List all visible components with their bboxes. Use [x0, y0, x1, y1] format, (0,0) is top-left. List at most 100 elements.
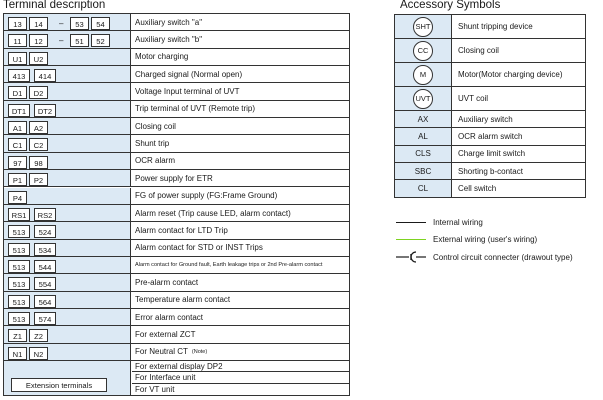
- terminal-description: Alarm reset (Trip cause LED, alarm conta…: [135, 205, 291, 221]
- terminal-code-box: 534: [34, 242, 56, 256]
- terminal-code-box: 513: [8, 311, 30, 325]
- symbol-code: CLS: [415, 149, 431, 159]
- terminal-code-box: N2: [29, 346, 48, 360]
- terminal-code-box: 513: [8, 225, 30, 239]
- terminal-description-text: Auxiliary switch "b": [135, 35, 203, 45]
- terminal-code-box: 513: [8, 277, 30, 291]
- accessory-description: UVT coil: [458, 94, 489, 103]
- extension-item: For VT unit: [135, 384, 175, 394]
- terminal-code-box: 97: [8, 155, 27, 169]
- terminal-description: Alarm contact for STD or INST Trips: [135, 240, 263, 256]
- terminal-code-box: 544: [34, 259, 56, 273]
- terminal-description: Charged signal (Normal open): [135, 66, 242, 82]
- terminal-description-text: Temperature alarm contact: [135, 295, 231, 305]
- accessory-symbol-cell: CLS: [395, 145, 452, 162]
- symbol-code: SBC: [414, 166, 432, 176]
- legend-external: External wiring (user's wiring): [396, 233, 537, 245]
- terminal-code-box: 574: [34, 311, 56, 325]
- terminal-description: FG of power supply (FG:Frame Ground): [135, 188, 277, 204]
- terminal-description-text: Auxiliary switch "a": [135, 17, 203, 27]
- accessory-symbols-title: Accessory Symbols: [400, 0, 501, 11]
- accessory-description: Shunt tripping device: [458, 22, 533, 31]
- legend-label: Internal wiring: [433, 217, 483, 227]
- terminal-description-text: Charged signal (Normal open): [135, 69, 243, 79]
- terminal-description-text: Error alarm contact: [135, 312, 204, 322]
- terminal-description: Power supply for ETR: [135, 170, 213, 186]
- accessory-symbol-cell: CC: [395, 39, 452, 62]
- terminal-note: (Note): [191, 348, 208, 355]
- terminal-code-box: 13: [8, 17, 27, 30]
- terminal-code-box: 413: [8, 69, 30, 83]
- circle-symbol: M: [413, 64, 433, 85]
- circle-symbol: CC: [413, 40, 433, 61]
- terminal-code-box: 414: [34, 69, 56, 83]
- legend-internal: Internal wiring: [396, 216, 483, 228]
- terminal-code-box: C2: [29, 138, 48, 152]
- terminal-code-box: P2: [29, 173, 48, 187]
- terminal-description: Pre-alarm contact: [135, 274, 198, 290]
- terminal-description: Auxiliary switch "a": [135, 14, 202, 30]
- terminal-code-box: 52: [91, 34, 110, 48]
- terminal-description-text: Closing coil: [135, 121, 176, 131]
- terminal-description: Trip terminal of UVT (Remote trip): [135, 101, 255, 117]
- terminal-code-box: U2: [29, 51, 48, 65]
- extension-terminals-box: Extension terminals: [11, 378, 107, 392]
- terminal-code-box: 564: [34, 294, 56, 308]
- accessory-description: OCR alarm switch: [458, 131, 523, 141]
- terminal-description: Closing coil: [135, 118, 176, 134]
- terminal-description-text: Alarm contact for LTD Trip: [135, 225, 228, 235]
- terminal-code-box: A1: [8, 121, 27, 135]
- terminal-code-box: Z2: [29, 329, 48, 343]
- terminal-description-text: Trip terminal of UVT (Remote trip): [135, 104, 256, 114]
- terminal-description-text: Motor charging: [135, 52, 189, 62]
- terminal-code-box: C1: [8, 138, 27, 152]
- terminal-code-box: DT1: [8, 103, 30, 117]
- extension-item: For Interface unit: [135, 372, 196, 382]
- terminal-code-box: Z1: [8, 329, 27, 343]
- accessory-symbol-cell: M: [395, 63, 452, 86]
- accessory-symbol-cell: AL: [395, 128, 452, 145]
- extension-item-row: For external display DP2: [132, 361, 349, 373]
- terminal-codes-cell: 513 574: [4, 308, 131, 326]
- terminal-description-text: For Neutral CT: [135, 347, 188, 357]
- symbol-code: CL: [417, 184, 429, 194]
- terminal-description-title: Terminal description: [3, 0, 106, 11]
- terminal-description: Alarm contact for Ground fault, Earth le…: [135, 257, 322, 273]
- terminal-code-box: D1: [8, 86, 27, 100]
- terminal-row: 513 544 Alarm contact for Ground fault, Ea…: [4, 256, 349, 275]
- terminal-description: Shunt trip: [135, 135, 169, 151]
- accessory-description: Cell switch: [458, 184, 497, 194]
- terminal-description: For Neutral CT(Note): [135, 344, 207, 360]
- terminal-description-text: OCR alarm: [135, 156, 176, 166]
- terminal-row: 413 414 Charged signal (Normal open): [4, 66, 349, 84]
- terminal-codes-cell: 513 544: [4, 256, 131, 274]
- range-dash: –: [59, 19, 64, 28]
- terminal-code-box: 513: [8, 259, 30, 273]
- terminal-description-text: Power supply for ETR: [135, 173, 213, 183]
- terminal-row: 513 574 Error alarm contact: [4, 308, 349, 327]
- terminal-description: For external ZCT: [135, 326, 195, 342]
- symbol-code: AL: [418, 131, 428, 141]
- accessory-row: CL Cell switch: [395, 180, 585, 198]
- symbol-code: AX: [417, 114, 429, 124]
